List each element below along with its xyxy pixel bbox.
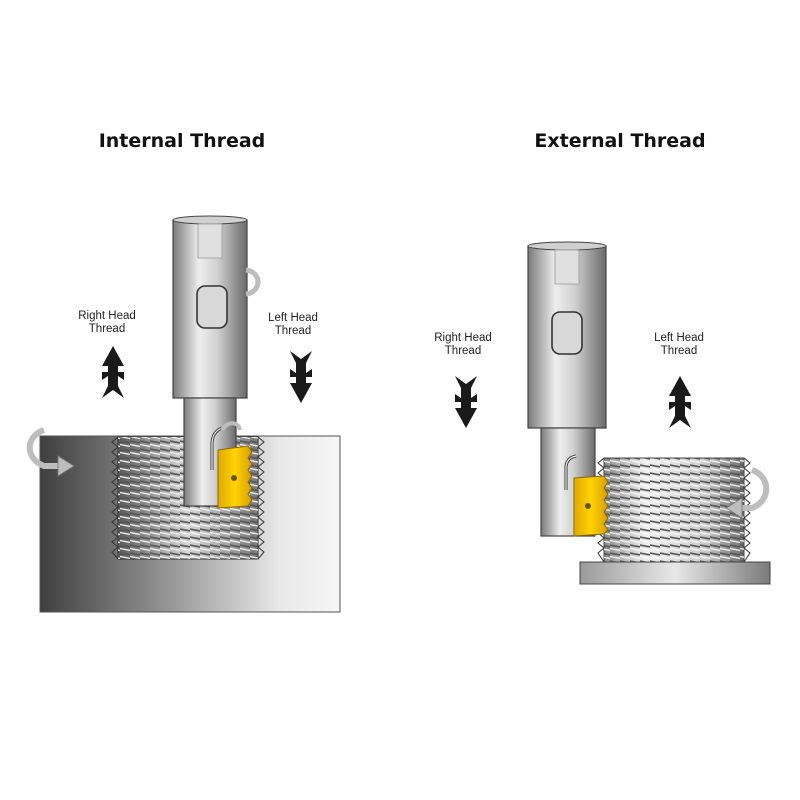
internal-right-head-up-arrow-icon — [102, 346, 124, 398]
external-milling-tool — [527, 241, 607, 537]
external-threaded-workpiece — [597, 457, 751, 563]
external-left-head-label: Left Head Thread — [654, 332, 704, 357]
external-thread-insert — [573, 475, 609, 537]
internal-left-head-label: Left Head Thread — [268, 312, 318, 337]
internal-thread-insert — [217, 445, 253, 509]
internal-right-head-label: Right Head Thread — [78, 310, 136, 335]
external-thread-title: External Thread — [534, 130, 706, 152]
internal-spindle-rotation-icon — [220, 267, 261, 432]
internal-rotation-arrow-icon — [26, 427, 75, 477]
external-right-head-label: Right Head Thread — [434, 332, 492, 357]
external-left-head-up-arrow-icon — [669, 376, 691, 428]
external-rotation-arrow-icon — [725, 467, 770, 519]
internal-thread-title: Internal Thread — [98, 130, 266, 152]
external-base-plate — [579, 561, 771, 585]
external-right-head-down-arrow-icon — [455, 376, 477, 428]
internal-left-head-down-arrow-icon — [290, 351, 312, 403]
